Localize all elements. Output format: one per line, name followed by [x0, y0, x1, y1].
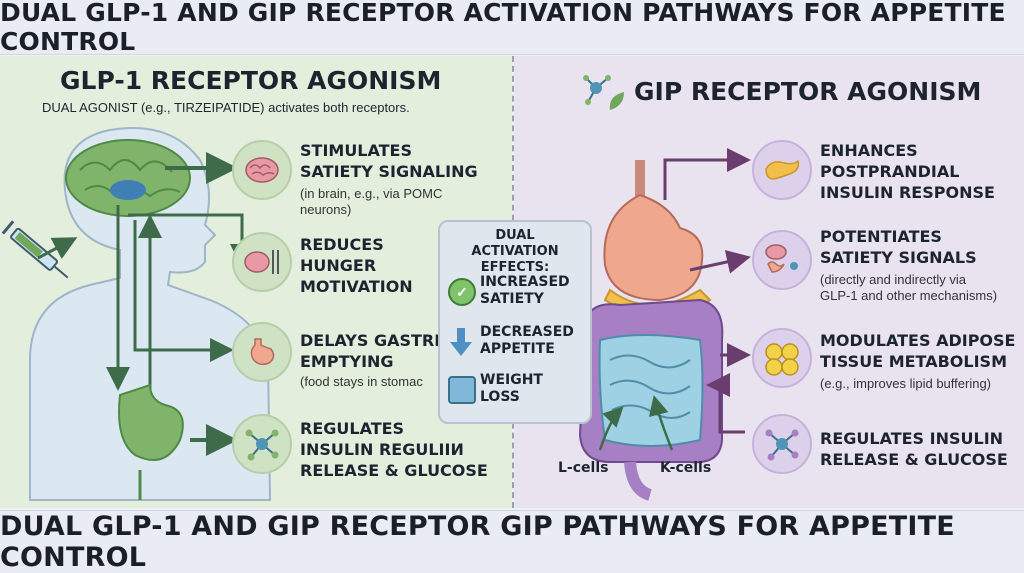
- effects-title: DUAL ACTIVATION EFFECTS:: [471, 228, 559, 275]
- brain-gut-icon: [752, 230, 812, 290]
- right-item-1-title: ENHANCES POSTPRANDIAL INSULIN RESPONSE: [820, 141, 995, 202]
- brain-icon: [232, 140, 292, 200]
- top-title: DUAL GLP-1 AND GIP RECEPTOR ACTIVATION P…: [0, 0, 1006, 56]
- stomach-icon: [232, 322, 292, 382]
- left-item-4-title: REGULATES INSULIN REGULIIИ RELEASE & GLU…: [300, 419, 488, 480]
- glp1-heading: GLP-1 RECEPTOR AGONISM: [60, 66, 442, 95]
- molecule-icon: [752, 414, 812, 474]
- left-item-3-note: (food stays in stomac: [300, 374, 423, 389]
- left-item-1-note: (in brain, e.g., via POMC neurons): [300, 186, 443, 217]
- l-cells-label: L-cells: [558, 460, 609, 476]
- stomach-illustration: [118, 383, 184, 500]
- top-title-banner: DUAL GLP-1 AND GIP RECEPTOR ACTIVATION P…: [0, 0, 1024, 56]
- bottom-title-banner: DUAL GLP-1 AND GIP RECEPTOR GIP PATHWAYS…: [0, 510, 1024, 573]
- right-item-3-note: (e.g., improves lipid buffering): [820, 376, 992, 391]
- bottom-title: DUAL GLP-1 AND GIP RECEPTOR GIP PATHWAYS…: [0, 511, 955, 573]
- pancreas-icon: [752, 140, 812, 200]
- scale-icon: [448, 376, 476, 404]
- effect-weight-loss: WEIGHT LOSS: [480, 372, 543, 405]
- effect-decreased-appetite: DECREASED APPETITE: [480, 324, 574, 357]
- brain-fork-knife-icon: [232, 232, 292, 292]
- glp1-subheading: DUAL AGONIST (e.g., TIRZEIPATIDE) activa…: [42, 100, 410, 115]
- right-item-3-title: MODULATES ADIPOSE TISSUE METABOLISM: [820, 331, 1016, 371]
- brain-illustration: [65, 139, 191, 217]
- dual-activation-effects-box: DUAL ACTIVATION EFFECTS: ✓ INCREASED SAT…: [438, 220, 592, 424]
- left-item-3-title: DELAYS GASTRIC EMPTYING: [300, 331, 452, 371]
- gip-heading: GIP RECEPTOR AGONISM: [634, 77, 982, 106]
- molecule-icon: [232, 414, 292, 474]
- check-icon: ✓: [448, 278, 476, 306]
- molecule-leaf-icon: [580, 72, 626, 112]
- syringe-icon: [1, 220, 69, 279]
- right-item-4-title: REGULATES INSULIN RELEASE & GLUCOSE: [820, 429, 1008, 469]
- left-item-2-title: REDUCES HUNGER MOTIVATION: [300, 235, 413, 296]
- effect-increased-satiety: INCREASED SATIETY: [480, 274, 570, 307]
- down-arrow-icon: [450, 328, 472, 356]
- right-item-2-title: POTENTIATES SATIETY SIGNALS: [820, 227, 977, 267]
- left-item-1-title: STIMULATES SATIETY SIGNALING: [300, 141, 478, 181]
- fat-cells-icon: [752, 328, 812, 388]
- right-item-2-note: (directly and indirectly via GLP-1 and o…: [820, 272, 998, 303]
- k-cells-label: K-cells: [660, 460, 712, 476]
